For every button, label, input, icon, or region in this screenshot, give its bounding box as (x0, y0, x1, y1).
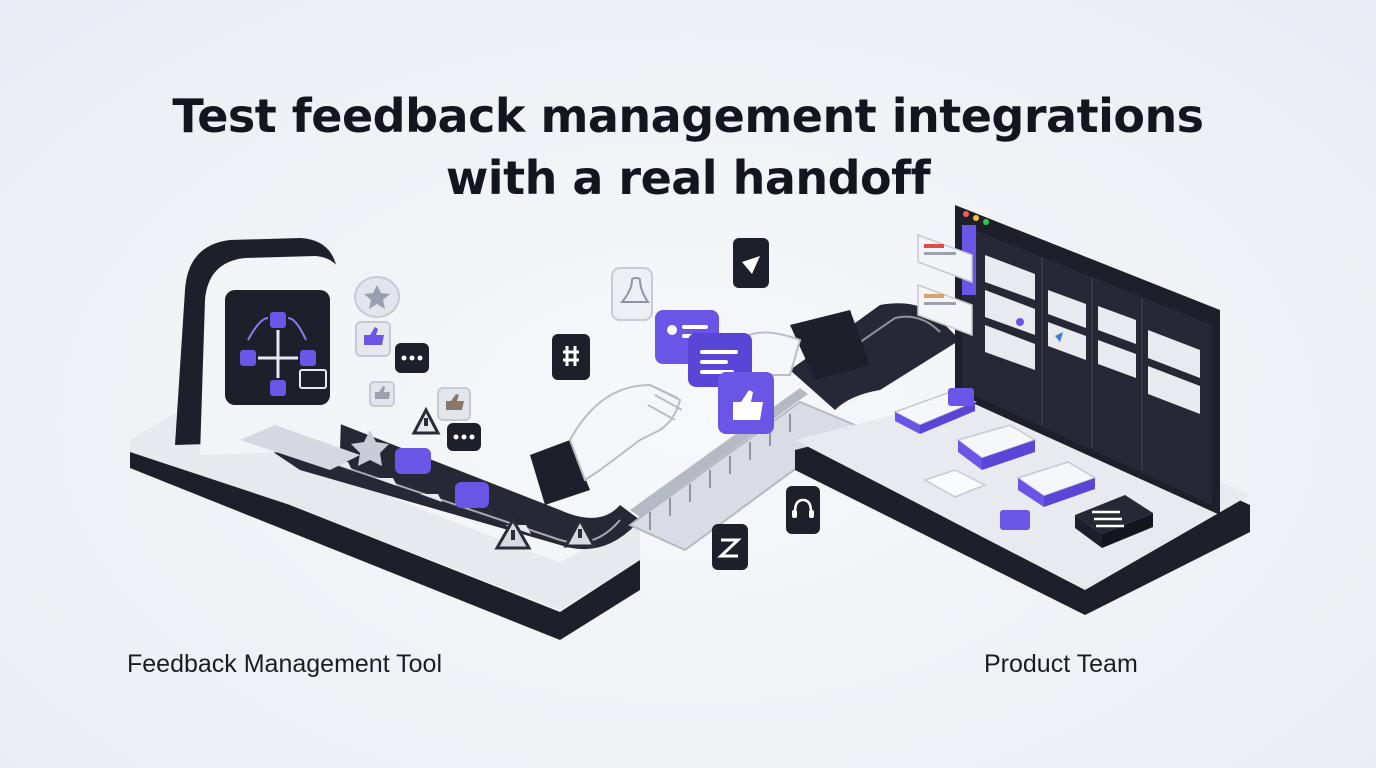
jira-icon (1055, 332, 1063, 342)
road-chat-bubble (395, 448, 431, 474)
title-line-1: Test feedback management integrations (172, 88, 1204, 143)
warning-icon (563, 516, 597, 548)
feedback-tool-hub (175, 238, 360, 470)
platform-chip (1000, 510, 1030, 530)
thumbs-up-icon (437, 387, 471, 421)
warning-icon (494, 516, 532, 550)
platform-ticket (956, 424, 1037, 470)
left-hand (530, 383, 683, 505)
thumbs-up-icon (369, 381, 395, 407)
workflow-hub-icon (240, 312, 327, 396)
chat-dots-icon (395, 343, 429, 373)
platform-ticket (1075, 495, 1153, 548)
thumbs-up-icon (718, 372, 774, 434)
slack-icon (552, 334, 590, 380)
kanban-card (985, 255, 1200, 414)
bell-icon (611, 267, 653, 321)
headset-icon (786, 486, 820, 534)
platform-ticket (923, 469, 987, 498)
page-title: Test feedback management integrations wi… (0, 85, 1376, 209)
road-star-icon (351, 430, 389, 466)
chat-dots-icon (447, 423, 481, 451)
thumbs-up-icon (355, 321, 391, 357)
floating-ticket (917, 233, 973, 284)
jira-icon (733, 238, 769, 288)
platform-chip (948, 388, 974, 406)
destination-road (790, 303, 960, 410)
road-chat-bubble (455, 482, 489, 508)
zendesk-icon (712, 524, 748, 570)
star-chat-icon (354, 276, 400, 318)
warning-icon (411, 406, 441, 435)
destination-label: Product Team (984, 650, 1138, 678)
platform-ticket (1016, 461, 1097, 507)
title-line-2: with a real handoff (445, 150, 931, 205)
floating-ticket (917, 283, 973, 337)
source-platform (130, 413, 640, 640)
source-label: Feedback Management Tool (127, 650, 443, 678)
